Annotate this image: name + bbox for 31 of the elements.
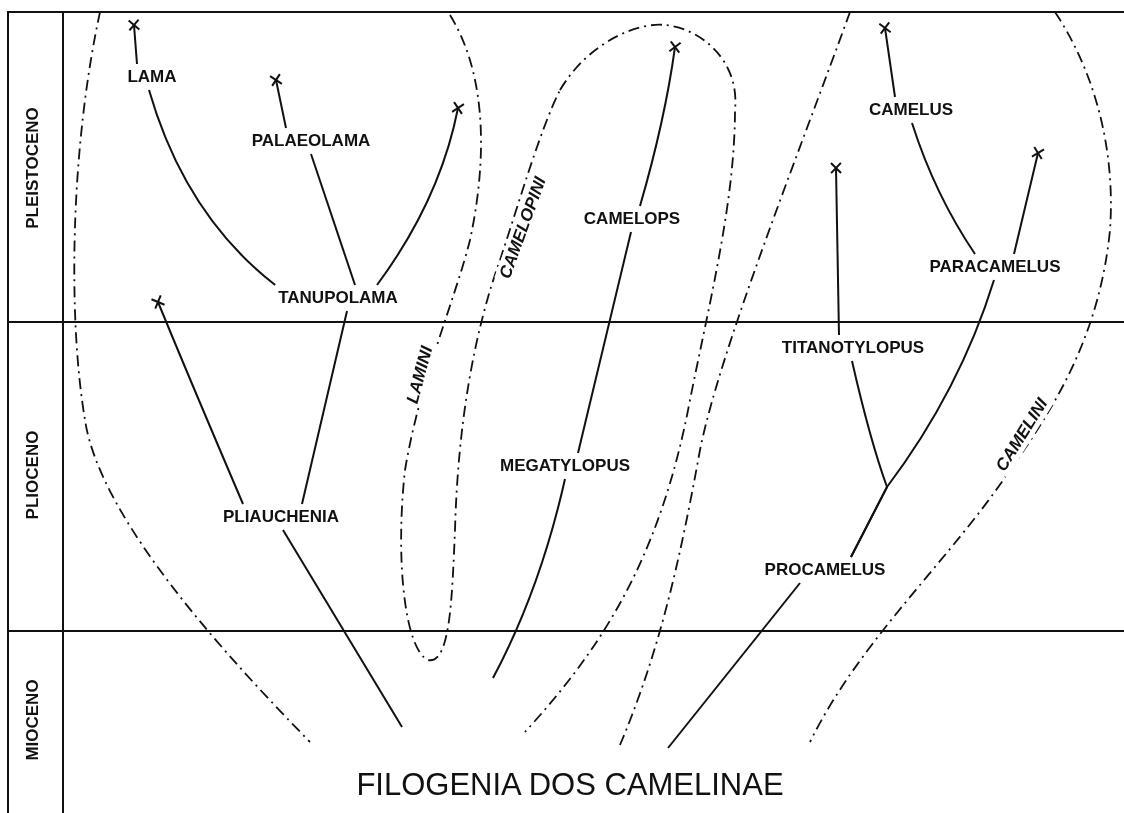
- branch-line: [282, 529, 403, 728]
- branch-line: [269, 73, 287, 129]
- branch-line: [850, 360, 888, 558]
- branch-line: [878, 21, 896, 98]
- branch-line: [376, 101, 465, 286]
- branch-line: [301, 310, 348, 505]
- taxon-label: CAMELOPS: [583, 209, 681, 229]
- branch-line: [492, 478, 566, 679]
- taxon-label: PROCAMELUS: [764, 560, 886, 580]
- taxon-label: CAMELUS: [868, 100, 954, 120]
- taxon-label: TANUPOLAMA: [278, 288, 398, 308]
- epoch-label: MIOCENO: [23, 679, 43, 761]
- taxon-label: TITANOTYLOPUS: [781, 338, 925, 358]
- taxon-label: PARACAMELUS: [929, 257, 1061, 277]
- branch-line: [148, 89, 277, 286]
- taxon-label: PALAEOLAMA: [251, 131, 371, 151]
- taxon-label: MEGATYLOPUS: [500, 456, 630, 476]
- taxon-label: LAMA: [127, 67, 177, 87]
- branch-line: [310, 153, 356, 286]
- taxon-label: PLIAUCHENIA: [222, 507, 340, 527]
- branch-line: [150, 294, 244, 505]
- branch-line: [829, 161, 843, 336]
- branch-line: [639, 40, 682, 207]
- branch-line: [667, 582, 801, 749]
- epoch-label: PLIOCENO: [23, 430, 43, 520]
- epoch-label: PLEISTOCENO: [23, 107, 43, 229]
- branch-line: [127, 18, 141, 65]
- branch-line: [577, 231, 632, 454]
- diagram-title: FILOGENIA DOS CAMELINAE: [356, 767, 784, 803]
- branch-line: [911, 122, 976, 255]
- branch-line: [1013, 146, 1045, 255]
